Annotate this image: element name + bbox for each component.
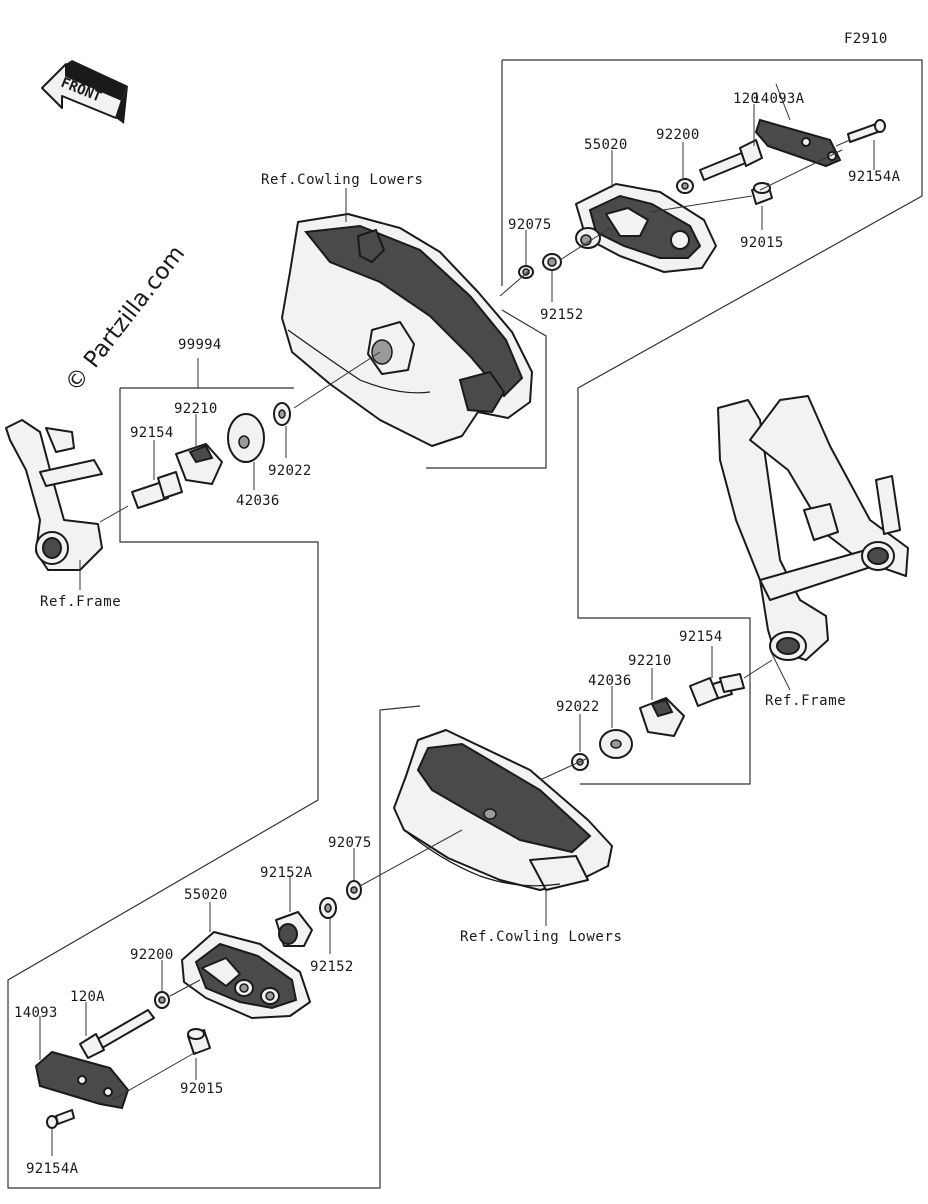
- label-42036-right: 42036: [588, 673, 632, 689]
- washer-92075-bot: [346, 880, 362, 900]
- label-92075-bot: 92075: [328, 835, 372, 851]
- label-55020-bot: 55020: [184, 887, 228, 903]
- bolt-92154-left: [131, 471, 183, 509]
- bolt-120: [699, 139, 763, 181]
- collar-92152-top: [542, 253, 562, 271]
- screw-92154A-bot: [46, 1109, 75, 1129]
- frame-slider-lower: [181, 931, 311, 1019]
- label-14093A: 14093A: [752, 91, 805, 107]
- frame-right: [717, 395, 909, 661]
- label-99994: 99994: [178, 337, 222, 353]
- label-92200-bot: 92200: [130, 947, 174, 963]
- bolt-92154-right: [689, 673, 745, 707]
- label-ref-cowling-top: Ref.Cowling Lowers: [261, 172, 424, 188]
- collar-92015-bot: [187, 1028, 211, 1055]
- label-92022-left: 92022: [268, 463, 312, 479]
- washer-92200-bot: [154, 991, 170, 1009]
- label-ref-frame-left: Ref.Frame: [40, 594, 122, 610]
- label-92154-left: 92154: [130, 425, 174, 441]
- label-120: 120: [733, 91, 760, 107]
- label-92075-top: 92075: [508, 217, 552, 233]
- plate-14093: [34, 1050, 130, 1110]
- figure-code: F2910: [844, 31, 888, 47]
- label-92154A-bot: 92154A: [26, 1161, 79, 1177]
- washer-92075-top: [518, 265, 534, 279]
- label-92022-right: 92022: [556, 699, 600, 715]
- frame-slider-upper: [575, 183, 717, 273]
- spacer-42036-right: [599, 729, 633, 759]
- label-55020-top: 55020: [584, 137, 628, 153]
- washer-92200-top: [676, 178, 694, 194]
- label-92210-left: 92210: [174, 401, 218, 417]
- cowling-lower-upper: [281, 213, 533, 447]
- label-92154A-top: 92154A: [848, 169, 901, 185]
- label-92152-bot: 92152: [310, 959, 354, 975]
- spacer-42036-left: [227, 413, 265, 463]
- leader-lines: [39, 83, 875, 1156]
- frame-bracket-left: [5, 419, 103, 571]
- label-92152A: 92152A: [260, 865, 313, 881]
- label-ref-cowling-bot: Ref.Cowling Lowers: [460, 929, 623, 945]
- plate-14093A: [754, 118, 842, 168]
- label-92015-bot: 92015: [180, 1081, 224, 1097]
- collar-92015-top: [751, 182, 773, 205]
- collar-92152A: [275, 911, 313, 947]
- nut-92210-right: [639, 697, 685, 737]
- label-92210-right: 92210: [628, 653, 672, 669]
- label-14093: 14093: [14, 1005, 58, 1021]
- label-92152-top: 92152: [540, 307, 584, 323]
- nut-92210-left: [175, 443, 223, 485]
- label-92200-top: 92200: [656, 127, 700, 143]
- label-92154-right: 92154: [679, 629, 723, 645]
- washer-92022-left: [273, 402, 291, 426]
- label-42036-left: 42036: [236, 493, 280, 509]
- screw-92154A-top: [847, 119, 886, 143]
- washer-92152-bot: [319, 897, 337, 919]
- label-ref-frame-right: Ref.Frame: [765, 693, 847, 709]
- label-92015-top: 92015: [740, 235, 784, 251]
- front-arrow-icon: [41, 60, 128, 124]
- label-120A: 120A: [70, 989, 105, 1005]
- cowling-lower-lower: [393, 729, 613, 891]
- group-frames: [7, 59, 923, 1189]
- bolt-120A: [79, 1009, 155, 1059]
